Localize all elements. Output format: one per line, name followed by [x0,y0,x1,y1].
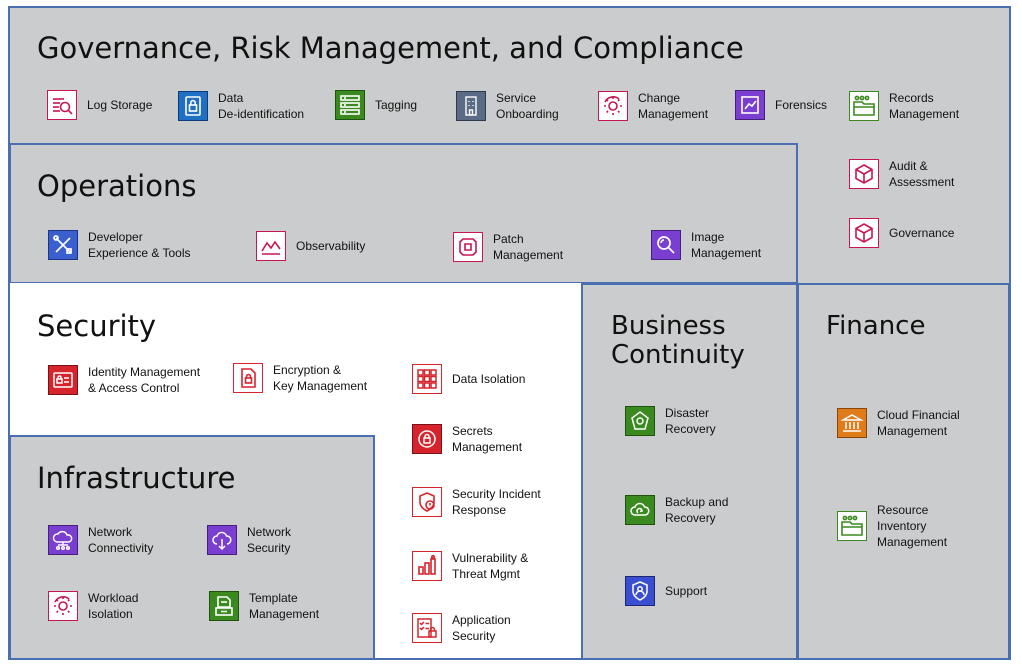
item-label: Log Storage [87,98,153,112]
finance-title: Finance [826,311,926,341]
item-label: Support [665,584,708,598]
item-cloud-financial: Cloud Financial Management [837,407,960,439]
item-observability: Observability [256,231,365,261]
governance-column [797,143,1010,284]
item-data-isolation: Data Isolation [412,364,525,394]
item-label: Governance [889,226,955,240]
item-label: Resource Inventory Management [877,503,948,549]
item-label: Backup and Recovery [665,495,729,525]
item-image-management: Image Management [651,229,761,261]
item-forensics: Forensics [735,90,827,120]
tagging-icon [335,90,365,120]
recovery-icon [625,406,655,436]
magnifier-icon [651,230,681,260]
item-label: Audit & Assessment [889,159,955,189]
identity-icon [48,365,78,395]
item-template-management: Template Management [209,590,319,622]
tools-icon [48,230,78,260]
folder-icon [849,91,879,121]
item-label: Secrets Management [452,424,523,454]
item-network-connectivity: Network Connectivity [48,524,153,556]
business-continuity-title: Business Continuity [611,311,745,370]
item-label: Disaster Recovery [665,406,716,436]
infrastructure-title: Infrastructure [37,461,236,495]
item-identity-management: Identity Management & Access Control [48,364,200,396]
item-label: Security Incident Response [452,487,541,517]
secrets-icon [412,424,442,454]
item-log-storage: Log Storage [47,90,152,120]
item-label: Forensics [775,98,828,112]
cloud-network-icon [48,525,78,555]
checklist-lock-icon [412,613,442,643]
document-lock-icon [233,363,263,393]
item-records-management: Records Management [849,90,959,122]
item-patch-management: Patch Management [453,231,563,263]
item-label: Data Isolation [452,372,526,386]
item-label: Observability [296,239,366,253]
folder-icon [837,511,867,541]
patch-icon [453,232,483,262]
bank-icon [837,408,867,438]
item-label: Service Onboarding [496,91,559,121]
item-network-security: Network Security [207,524,291,556]
item-resource-inventory: Resource Inventory Management [837,502,947,550]
shield-alert-icon [412,487,442,517]
item-change-management: Change Management [598,90,708,122]
item-label: Change Management [638,91,709,121]
item-governance: Governance [849,218,954,248]
template-icon [209,591,239,621]
item-application-security: Application Security [412,612,511,644]
item-label: Workload Isolation [88,591,139,621]
gear-cycle-icon [48,591,78,621]
item-security-incident: Security Incident Response [412,486,541,518]
item-label: Vulnerability & Threat Mgmt [452,551,529,581]
item-label: Network Connectivity [88,525,154,555]
cloud-upload-icon [207,525,237,555]
cube-icon [849,218,879,248]
item-support: Support [625,576,707,606]
item-label: Tagging [375,98,418,112]
cube-icon [849,159,879,189]
item-developer-tools: Developer Experience & Tools [48,229,191,261]
bar-chart-icon [412,551,442,581]
item-label: Patch Management [493,232,564,262]
support-icon [625,576,655,606]
item-secrets-management: Secrets Management [412,423,522,455]
item-label: Records Management [889,91,960,121]
operations-title: Operations [37,169,197,203]
item-label: Developer Experience & Tools [88,230,191,260]
chart-icon [735,90,765,120]
governance-title: Governance, Risk Management, and Complia… [37,31,744,65]
item-label: Data De-identification [218,91,305,121]
line-chart-icon [256,231,286,261]
gear-cycle-icon [598,91,628,121]
governance-region [9,7,1010,144]
item-label: Network Security [247,525,292,555]
item-service-onboarding: Service Onboarding [456,90,559,122]
item-label: Identity Management & Access Control [88,365,201,395]
building-icon [456,91,486,121]
security-title: Security [37,309,157,343]
item-encryption: Encryption & Key Management [233,362,367,394]
item-tagging: Tagging [335,90,417,120]
item-label: Application Security [452,613,511,643]
item-label: Cloud Financial Management [877,408,960,438]
grid-icon [412,364,442,394]
log-storage-icon [47,90,77,120]
operations-region [9,143,798,284]
item-disaster-recovery: Disaster Recovery [625,405,716,437]
item-vulnerability: Vulnerability & Threat Mgmt [412,550,528,582]
item-label: Encryption & Key Management [273,363,368,393]
item-workload-isolation: Workload Isolation [48,590,138,622]
item-label: Image Management [691,230,762,260]
data-lock-icon [178,91,208,121]
item-audit-assessment: Audit & Assessment [849,158,954,190]
backup-icon [625,495,655,525]
item-backup-recovery: Backup and Recovery [625,494,728,526]
item-label: Template Management [249,591,320,621]
item-data-deidentification: Data De-identification [178,90,304,122]
